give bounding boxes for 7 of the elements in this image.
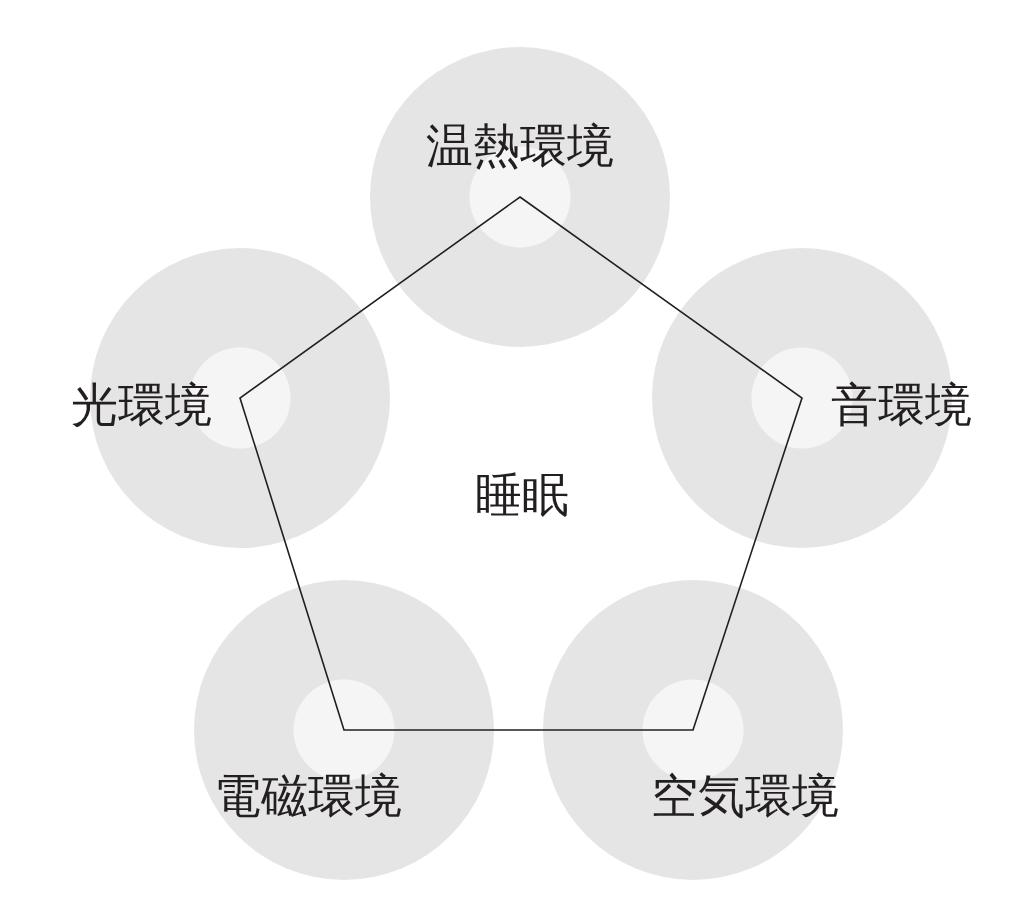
category-label: 音環境 bbox=[831, 379, 972, 431]
pentagon-outline bbox=[240, 197, 802, 730]
category-label: 光環境 bbox=[71, 379, 212, 431]
category-label: 電磁環境 bbox=[214, 770, 402, 822]
category-label: 温熱環境 bbox=[426, 120, 614, 172]
category-label: 空気環境 bbox=[651, 770, 839, 822]
center-label: 睡眠 bbox=[475, 469, 569, 521]
